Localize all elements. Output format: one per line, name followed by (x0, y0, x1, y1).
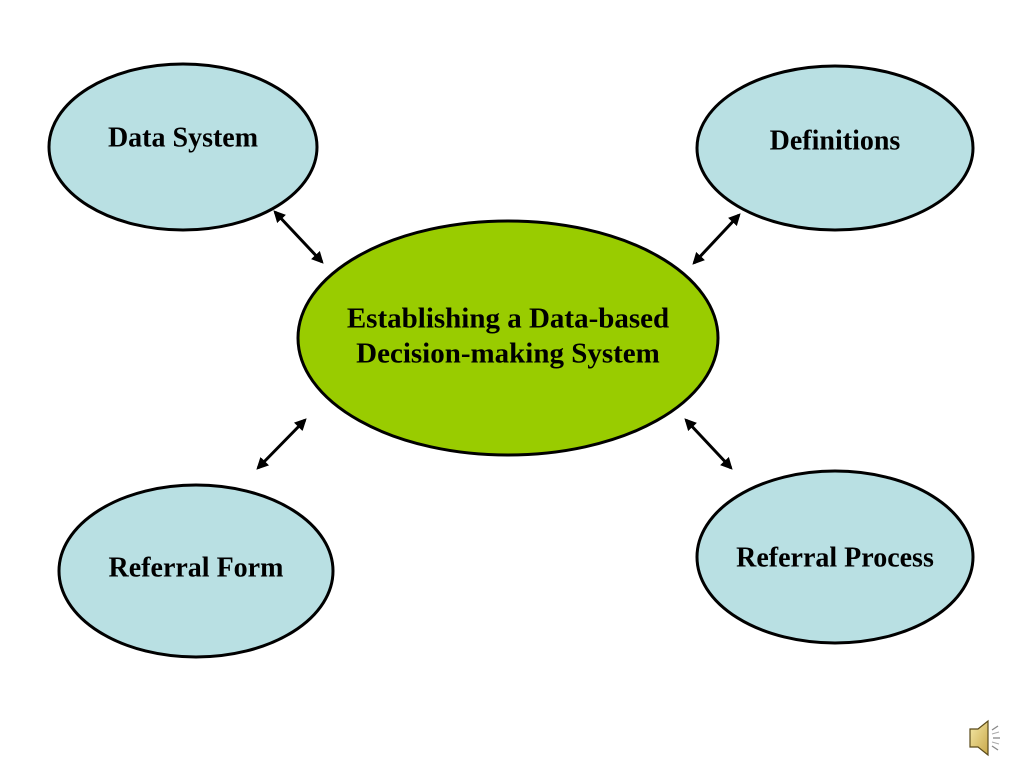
node-definitions-label: Definitions (770, 125, 901, 156)
speaker-icon[interactable] (969, 719, 1000, 757)
node-data-system-ellipse (47, 62, 319, 232)
node-referral-form-label: Referral Form (109, 552, 284, 583)
node-referral-form: Referral Form (57, 483, 335, 659)
node-center: Establishing a Data-based Decision-makin… (296, 219, 720, 457)
node-data-system-label: Data System (108, 122, 258, 153)
node-center-label-line2: Decision-making System (356, 338, 660, 370)
node-data-system: Data System (47, 62, 319, 232)
node-center-ellipse (296, 219, 720, 457)
arrow-data-system (273, 210, 324, 264)
node-definitions: Definitions (695, 64, 975, 232)
node-referral-process-label: Referral Process (736, 542, 934, 573)
arrow-referral-process (684, 418, 733, 470)
node-referral-process: Referral Process (695, 469, 975, 645)
arrow-referral-form (256, 418, 307, 470)
arrow-definitions (692, 213, 741, 265)
node-referral-form-ellipse (57, 483, 335, 659)
node-center-label-line1: Establishing a Data-based (347, 303, 669, 335)
node-definitions-ellipse (695, 64, 975, 232)
node-referral-process-ellipse (695, 469, 975, 645)
